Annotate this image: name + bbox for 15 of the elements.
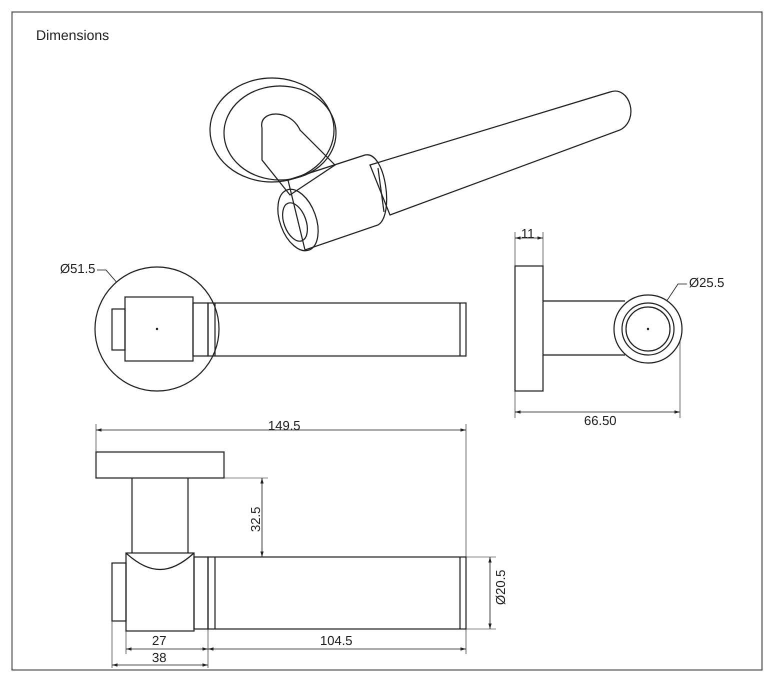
- dimension-value: 149.5: [268, 418, 301, 433]
- dimension-label: Ø25.5: [689, 275, 724, 290]
- dimension-value: 38: [152, 650, 166, 665]
- dimension-value: 66.50: [584, 413, 617, 428]
- dimension-value: 27: [152, 633, 166, 648]
- rose-circle: [94, 266, 220, 392]
- dimension-value: 32.5: [248, 506, 263, 532]
- dimension-label: Ø51.5: [60, 261, 96, 276]
- diagram-title: Dimensions: [36, 28, 110, 43]
- dimension-value: 104.5: [320, 633, 353, 648]
- dimension-value: 11: [521, 226, 534, 241]
- dimension-value: Ø20.5: [493, 570, 508, 605]
- lever-end-circle: [613, 294, 683, 364]
- leader-line: [666, 284, 688, 302]
- leader-line: [96, 270, 117, 282]
